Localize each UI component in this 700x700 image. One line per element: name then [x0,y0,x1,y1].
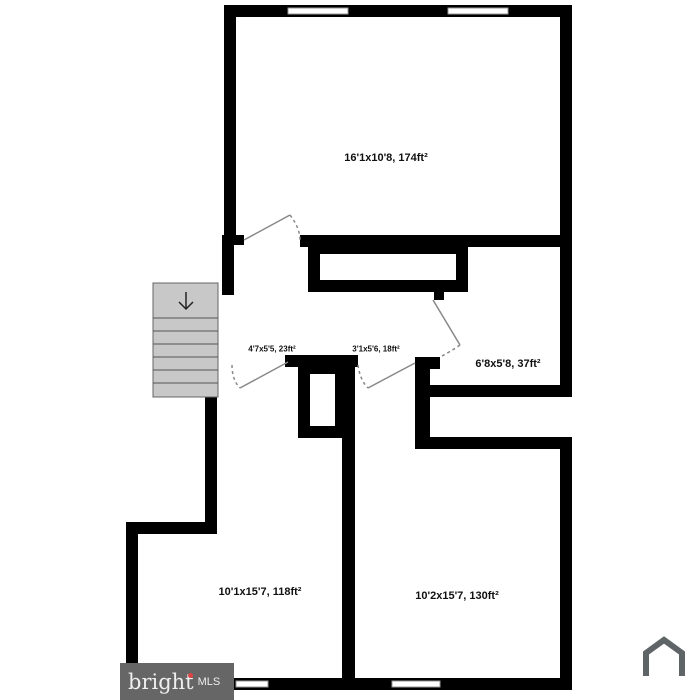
stairs-down-arrow-icon [178,292,194,311]
room-label-hall: 4'7x5'5, 23ft² [248,344,296,354]
logo-dot [188,673,193,678]
wall-cutouts [310,254,456,426]
room-label-bedroom-left: 10'1x15'7, 118ft² [218,586,302,598]
stairs [152,282,219,398]
logo-brand: bright [128,669,194,694]
home-icon [643,636,685,676]
windows [235,7,509,688]
room-label-bath: 6'8x5'8, 37ft² [475,358,541,370]
room-label-bedroom-right: 10'2x15'7, 130ft² [415,590,499,602]
doors [231,214,461,389]
logo-suffix: MLS [197,675,221,688]
bright-mls-logo: bright MLS [120,663,234,700]
room-label-closet: 3'1x5'6, 18ft² [352,344,400,354]
room-label-main-bedroom: 16'1x10'8, 174ft² [344,152,428,164]
